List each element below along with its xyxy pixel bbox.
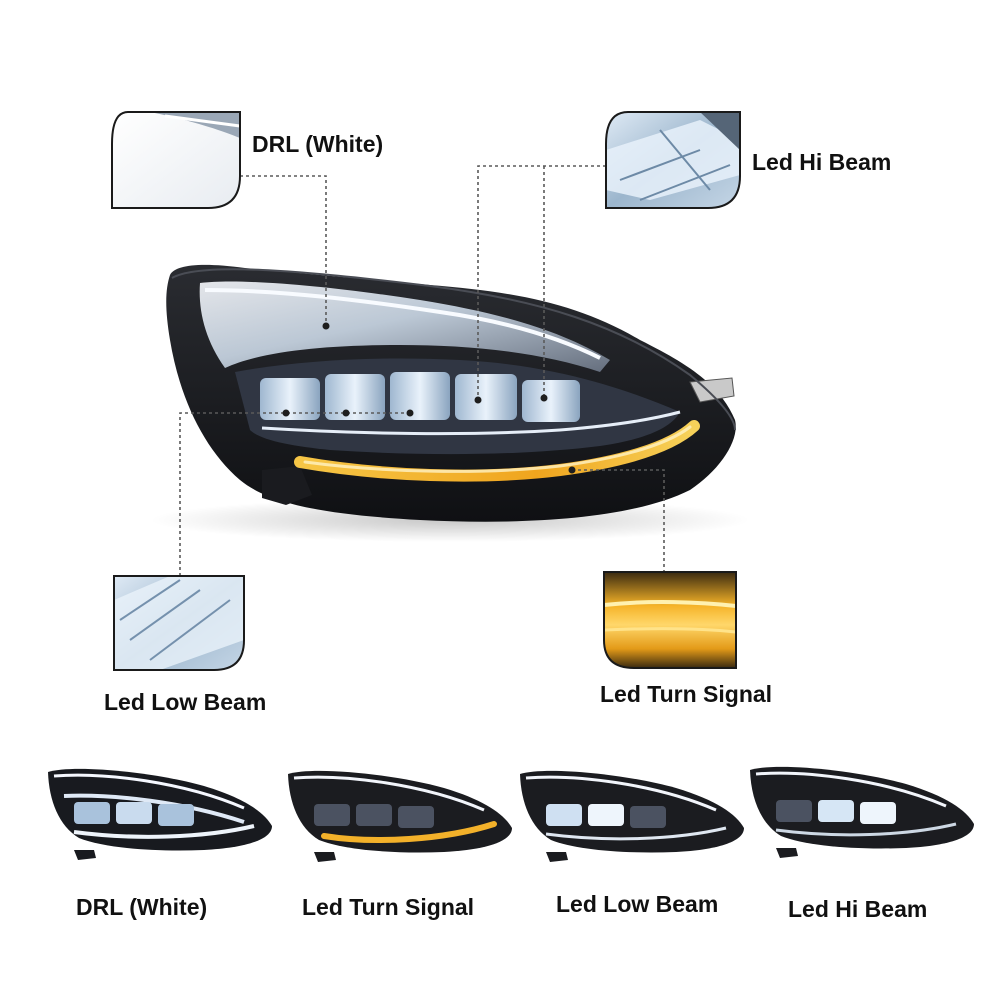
- low-beam-callout-label: Led Low Beam: [104, 689, 267, 715]
- mode-image-low-beam: [520, 770, 744, 862]
- mode-label-turn-signal: Led Turn Signal: [302, 894, 475, 920]
- mode-label-hi-beam: Led Hi Beam: [788, 896, 928, 922]
- mode-label-drl: DRL (White): [76, 894, 208, 920]
- mode-image-turn-signal: [288, 770, 512, 862]
- main-headlight: [150, 264, 750, 542]
- leader-lines: [179, 165, 665, 576]
- hi-beam-callout-label: Led Hi Beam: [752, 149, 892, 175]
- turn-signal-callout-label: Led Turn Signal: [600, 681, 773, 707]
- mode-image-drl: [48, 768, 272, 860]
- mode-label-low-beam: Led Low Beam: [556, 891, 719, 917]
- hi-beam-detail-thumbnail: [605, 111, 741, 209]
- leader-dots: [282, 322, 576, 474]
- drl-detail-thumbnail: [111, 111, 241, 209]
- turn-signal-detail-thumbnail: [603, 571, 737, 669]
- drl-callout-label: DRL (White): [252, 131, 384, 157]
- low-beam-detail-thumbnail: [113, 575, 245, 671]
- mode-image-hi-beam: [750, 766, 974, 858]
